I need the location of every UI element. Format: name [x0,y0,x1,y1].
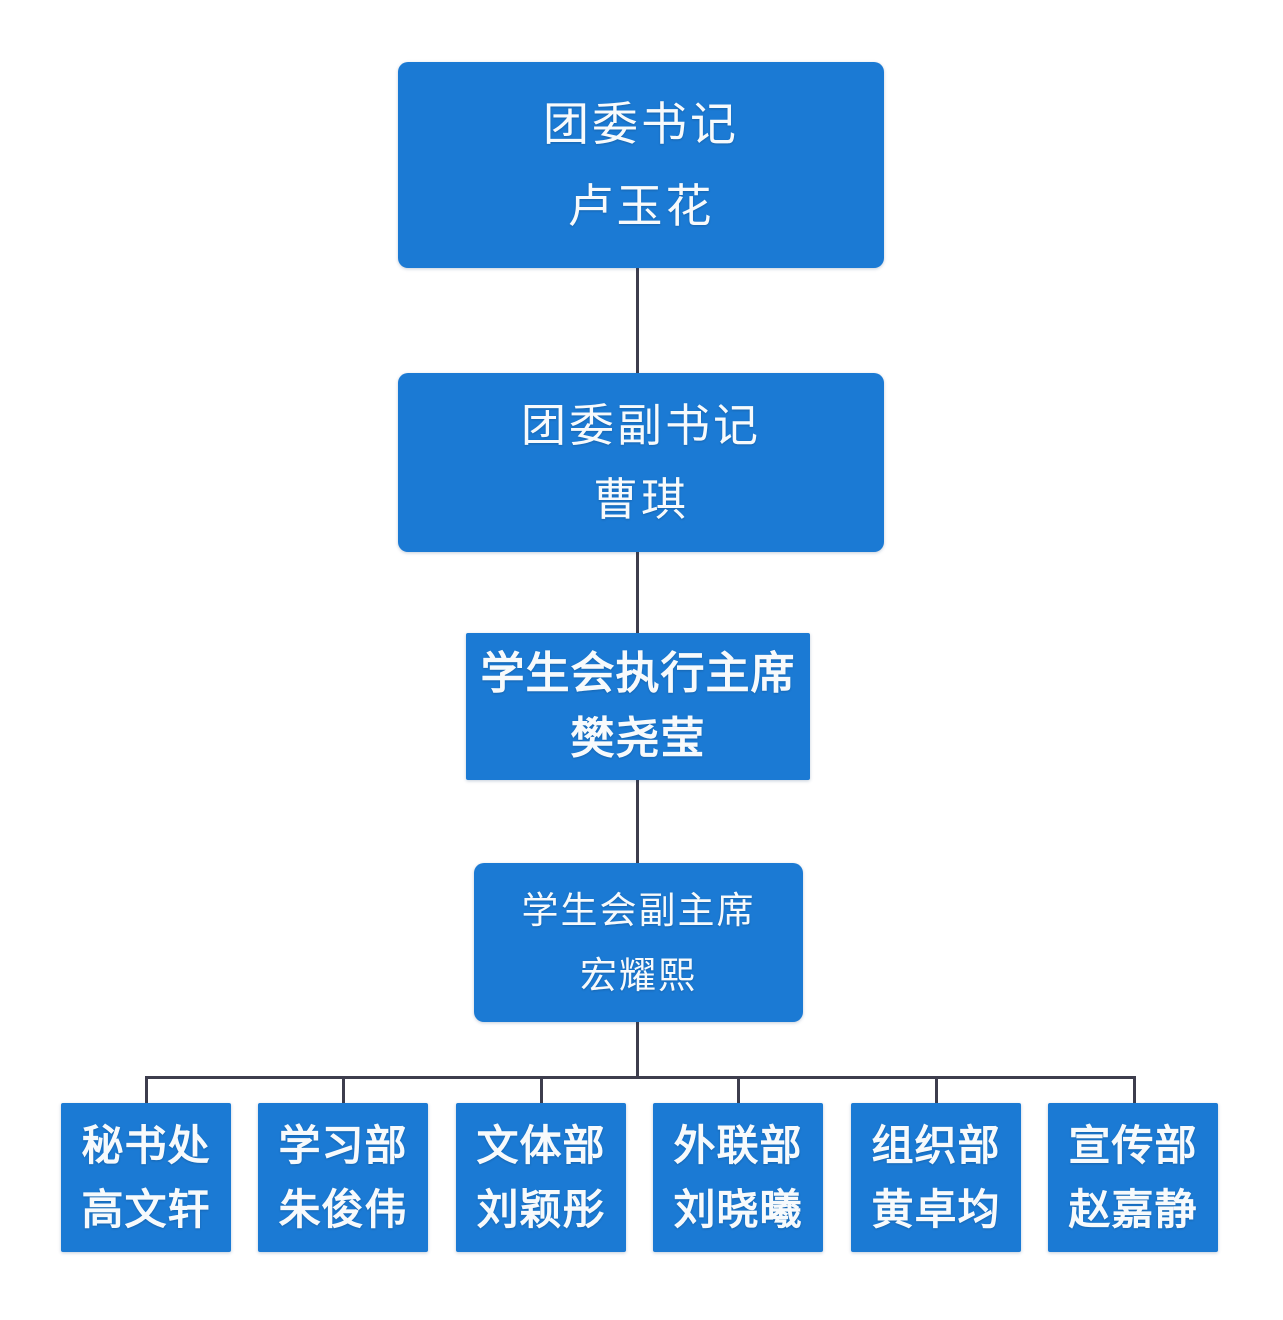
org-node-dept-secretariat: 秘书处 高文轩 [61,1103,231,1252]
node-title: 秘书处 [81,1121,211,1169]
connector-drop-5 [935,1076,938,1103]
connector-level4-comb [636,1022,639,1078]
connector-drop-2 [342,1076,345,1103]
org-node-dept-organization: 组织部 黄卓均 [851,1103,1021,1252]
node-title: 学生会执行主席 [480,649,796,698]
connector-drop-4 [737,1076,740,1103]
node-name: 宏耀熙 [580,954,697,996]
connector-level1-level2 [636,268,639,373]
node-title: 外联部 [673,1121,803,1169]
node-name: 刘晓曦 [673,1185,803,1233]
org-node-league-deputy-secretary: 团委副书记 曹琪 [398,373,884,552]
connector-drop-6 [1133,1076,1136,1103]
org-node-dept-publicity: 宣传部 赵嘉静 [1048,1103,1218,1252]
connector-level3-level4 [636,780,639,863]
node-title: 宣传部 [1068,1121,1198,1169]
org-node-league-secretary: 团委书记 卢玉花 [398,62,884,268]
connector-level2-level3 [636,552,639,633]
node-name: 刘颖彤 [476,1185,606,1233]
node-title: 团委书记 [543,98,739,150]
connector-drop-1 [145,1076,148,1103]
org-node-dept-study: 学习部 朱俊伟 [258,1103,428,1252]
node-name: 朱俊伟 [278,1185,408,1233]
connector-comb-horizontal [145,1076,1136,1079]
node-title: 文体部 [476,1121,606,1169]
node-name: 黄卓均 [871,1185,1001,1233]
org-node-dept-external-relations: 外联部 刘晓曦 [653,1103,823,1252]
org-node-dept-culture-sports: 文体部 刘颖彤 [456,1103,626,1252]
node-name: 赵嘉静 [1068,1185,1198,1233]
org-node-vice-chair: 学生会副主席 宏耀熙 [474,863,803,1022]
node-title: 组织部 [871,1121,1001,1169]
node-title: 学生会副主席 [521,889,756,931]
node-name: 曹琪 [592,474,689,525]
node-title: 学习部 [278,1121,408,1169]
org-node-executive-chair: 学生会执行主席 樊尧莹 [466,633,810,780]
node-name: 樊尧莹 [570,714,706,763]
node-name: 卢玉花 [567,180,715,232]
node-name: 高文轩 [81,1185,211,1233]
node-title: 团委副书记 [520,400,761,451]
connector-drop-3 [540,1076,543,1103]
